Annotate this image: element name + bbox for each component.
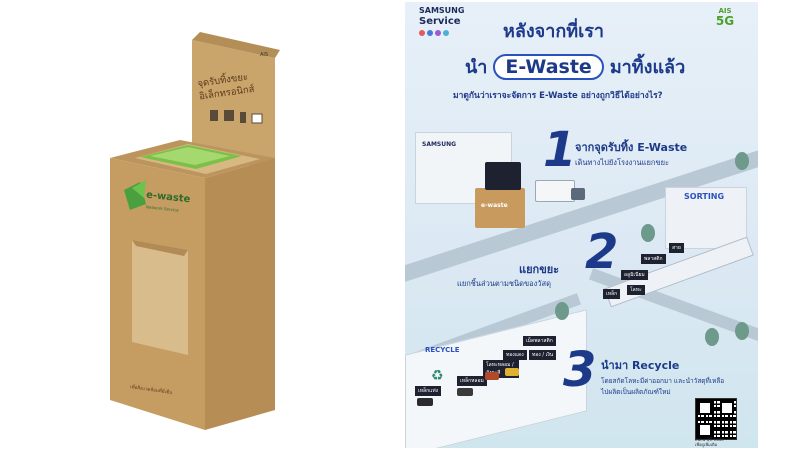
samsung-brand: SAMSUNG	[419, 6, 465, 15]
qr-caption-line2: เพื่อดูเพิ่มเติม	[695, 442, 718, 447]
ewaste-info-poster: SAMSUNG Service AIS 5G หลังจากที่เรา นำ …	[405, 2, 758, 448]
recycle-label: เหล็กแท่ง	[415, 386, 442, 396]
tree	[705, 328, 719, 346]
recycle-icon: ♻	[431, 368, 444, 384]
tree	[735, 152, 749, 170]
app-icon	[427, 30, 433, 36]
recycle-label: เม็ดพลาสติก	[523, 336, 556, 346]
building-sign: SAMSUNG	[422, 141, 457, 148]
app-icon	[435, 30, 441, 36]
title-prefix: นำ	[465, 57, 488, 78]
ewaste-collection-box: จุดรับทิ้งขยะ อิเล็กทรอนิกส์ AIS e-waste…	[110, 30, 290, 430]
devices-stack	[485, 162, 521, 190]
tree	[641, 224, 655, 242]
step2-number: 2	[585, 224, 619, 280]
box-brand-corner: AIS	[260, 52, 269, 58]
sorting-sign: SORTING	[684, 192, 725, 201]
app-icon	[443, 30, 449, 36]
step3-desc-line2: ไปผลิตเป็นผลิตภัณฑ์ใหม่	[601, 388, 671, 396]
poster-ewaste-box: e-waste	[475, 188, 525, 228]
sort-label: พลาสติก	[641, 254, 666, 264]
box-illustration	[110, 32, 280, 430]
step2-title: แยกขยะ	[519, 263, 560, 276]
qr-caption-line1: สแกน QR Code	[695, 437, 724, 442]
recycle-label: ทอง / เงิน	[529, 350, 557, 360]
poster-title-line1: หลังจากที่เรา	[503, 21, 605, 42]
recycled-material-pile	[485, 372, 499, 380]
sort-label: เหล็ก	[603, 289, 621, 299]
poster-subtitle: มาดูกันว่าเราจะจัดการ E-Waste อย่างถูกวิ…	[453, 91, 663, 101]
step3-desc-line1: โดยสกัดโลหะมีค่าออกมา และนำวัสดุที่เหลือ	[601, 377, 725, 385]
qr-finder	[720, 401, 734, 415]
recycled-material-pile	[505, 368, 519, 376]
ais-5g: 5G	[715, 14, 735, 28]
recycled-material-pile	[417, 398, 433, 406]
step1-number: 1	[543, 122, 577, 178]
sort-label: โลหะ	[627, 285, 645, 295]
recycle-sign: RECYCLE	[425, 346, 460, 354]
title-highlight-pill: E-Waste	[493, 53, 604, 80]
service-brand: Service	[419, 16, 461, 27]
recycle-label: ทองแดง	[503, 350, 527, 360]
recycle-label: เหล็กหลอม	[457, 376, 487, 386]
sort-label: อลูมิเนียม	[621, 270, 648, 280]
recycled-material-pile	[457, 388, 473, 396]
step3-number: 3	[563, 342, 597, 398]
qr-finder	[698, 401, 712, 415]
service-app-icons	[419, 30, 449, 36]
tree	[555, 302, 569, 320]
ais-logo: AIS 5G	[710, 7, 740, 27]
step2-desc: แยกชิ้นส่วนตามชนิดของวัสดุ	[457, 279, 551, 288]
step1-desc: เดินทางไปยังโรงงานแยกขยะ	[575, 158, 670, 167]
poster-box-logo: e-waste	[481, 202, 508, 209]
truck-cab	[571, 188, 585, 200]
sorting-building: SORTING	[665, 187, 747, 249]
title-suffix: มาทิ้งแล้ว	[609, 57, 686, 78]
ais-brand: AIS	[718, 7, 732, 15]
step1-title: จากจุดรับทิ้ง E-Waste	[575, 141, 688, 154]
app-icon	[419, 30, 425, 36]
tree	[735, 322, 749, 340]
delivery-truck	[535, 180, 575, 202]
qr-code[interactable]	[695, 398, 737, 440]
qr-finder	[698, 423, 712, 437]
step3-title: นำมา Recycle	[601, 359, 680, 372]
sort-label: สาย	[669, 243, 684, 253]
poster-title-line2: นำ E-Waste มาทิ้งแล้ว	[465, 52, 685, 81]
